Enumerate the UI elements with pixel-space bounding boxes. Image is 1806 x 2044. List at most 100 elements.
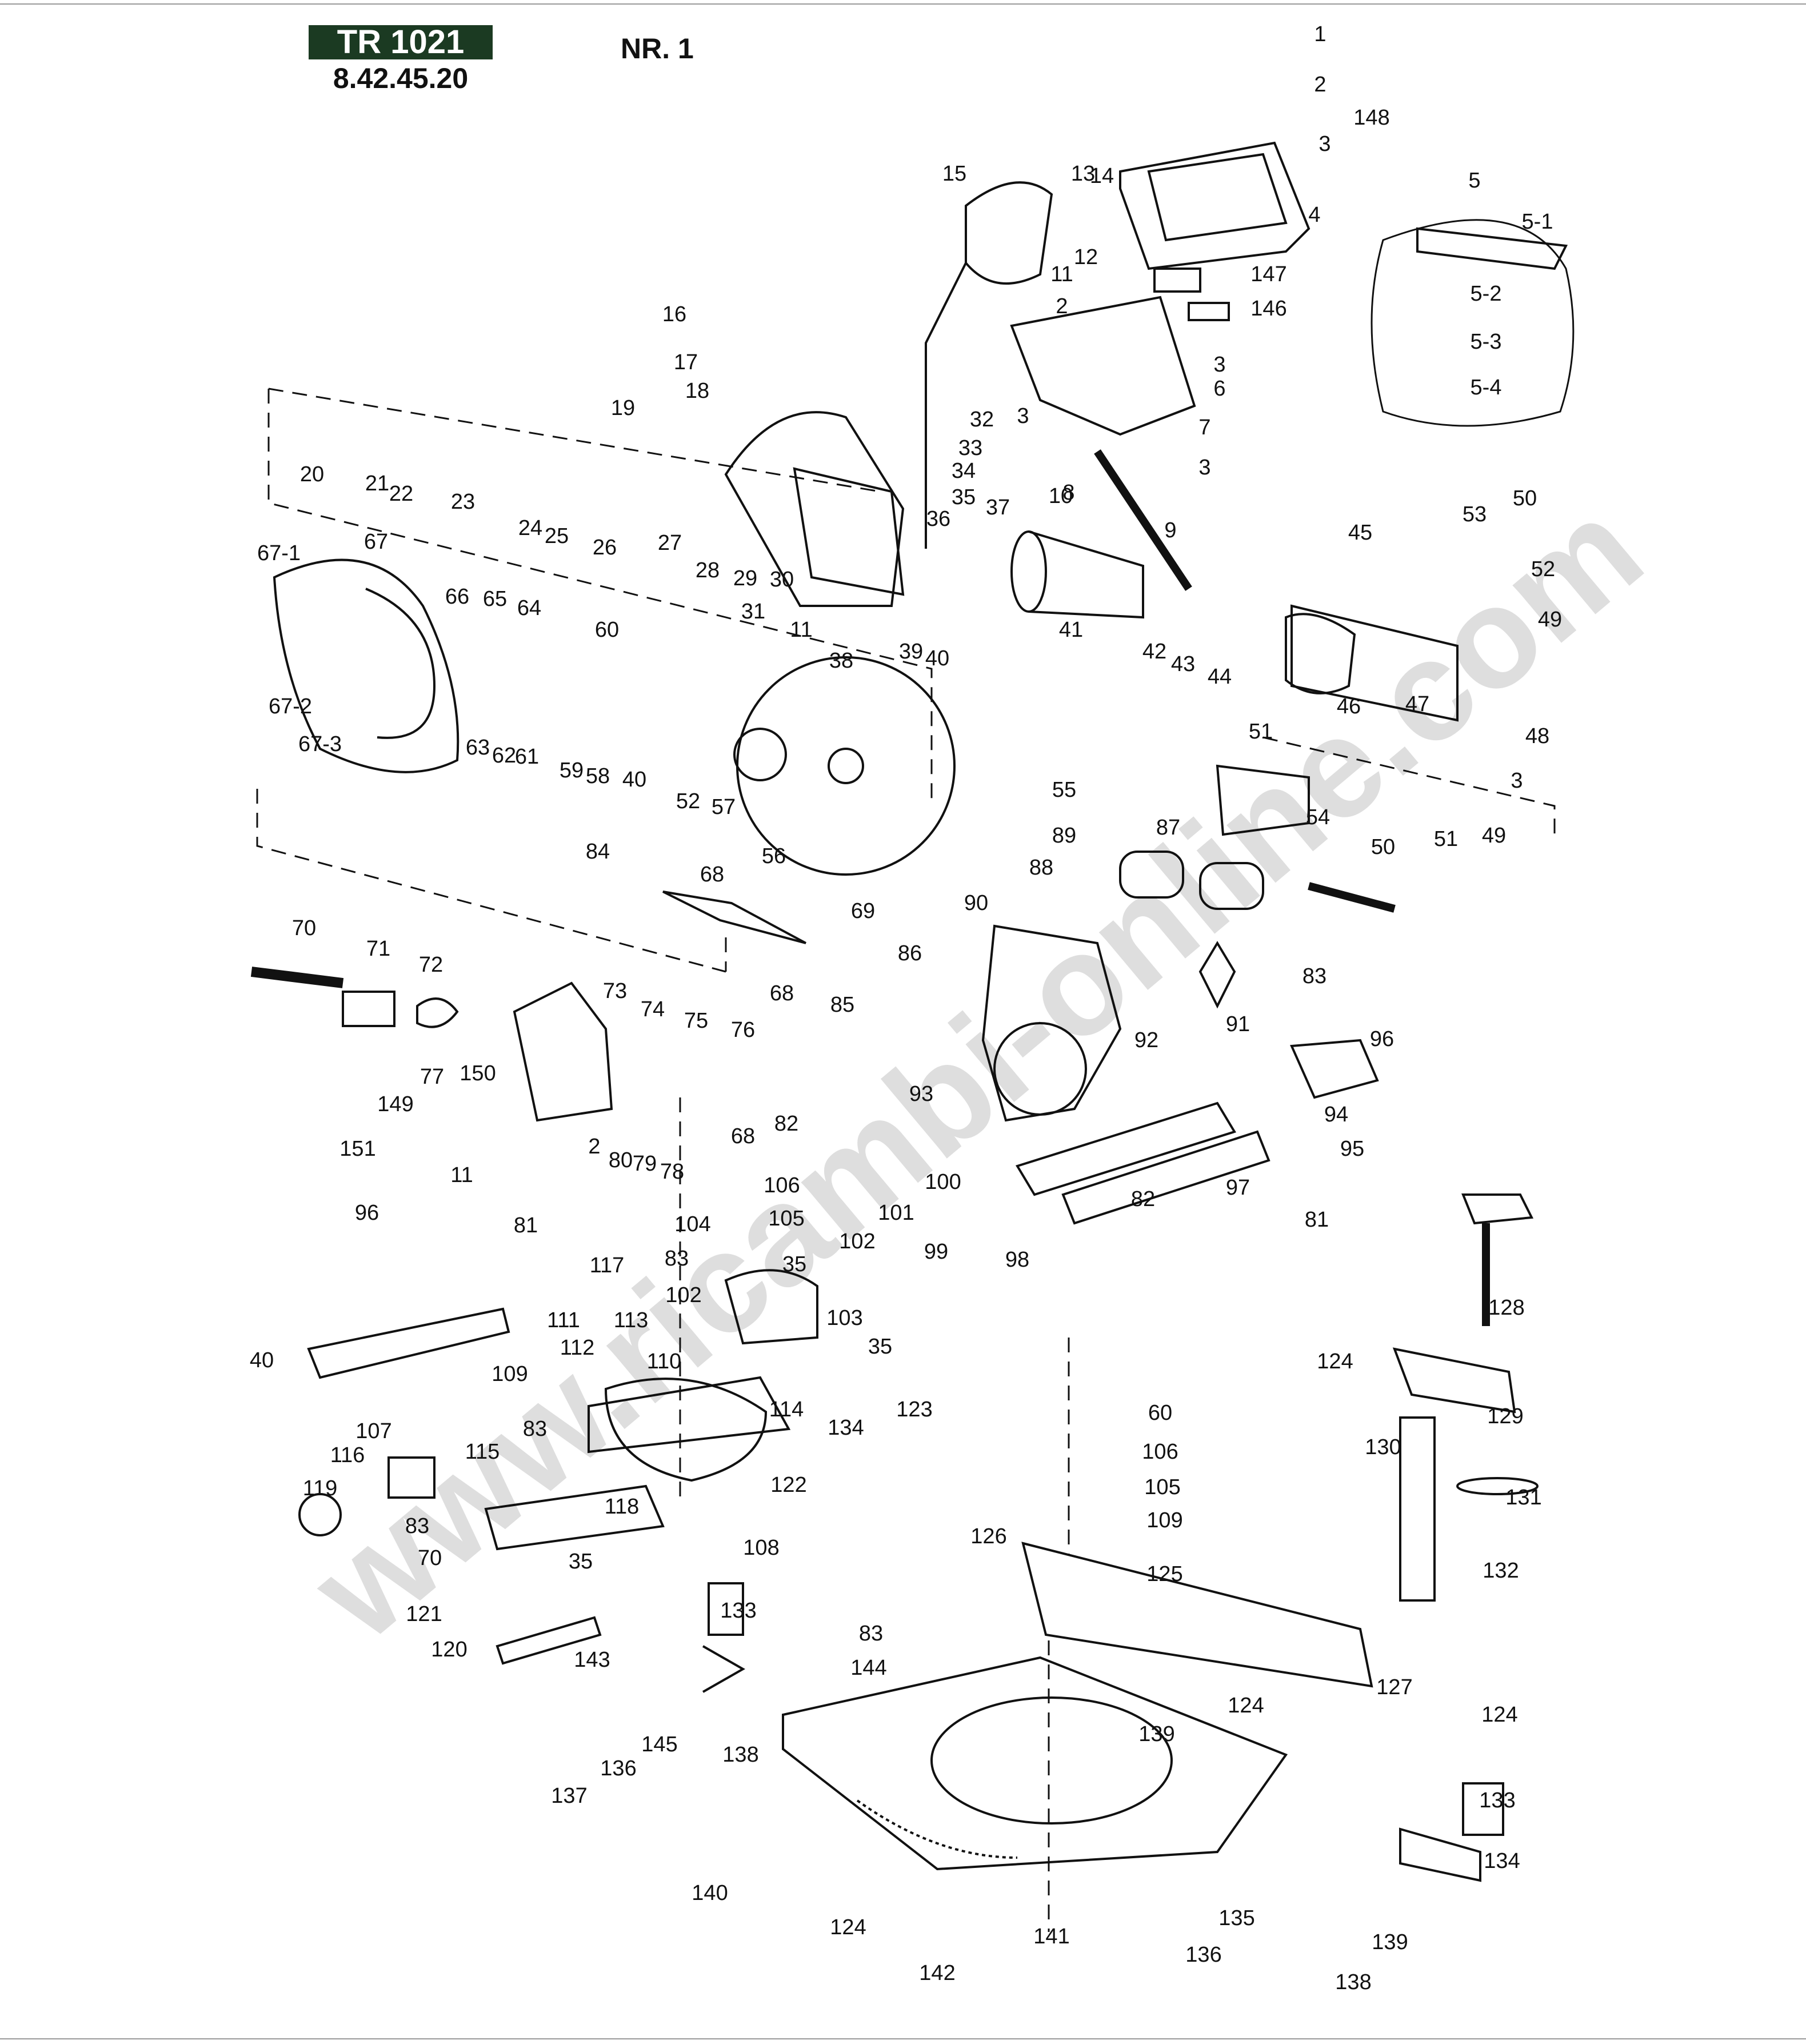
switch-lock xyxy=(1188,302,1230,321)
part-label: 5-4 xyxy=(1471,376,1502,400)
part-label: 151 xyxy=(339,1137,375,1161)
part-label: 29 xyxy=(733,566,757,590)
part-label: 74 xyxy=(641,997,665,1021)
upper-boundary-top xyxy=(268,388,881,493)
part-label: 108 xyxy=(743,1536,779,1560)
part-label: 37 xyxy=(986,496,1010,520)
lock-knob xyxy=(298,1493,342,1536)
part-label: 70 xyxy=(418,1546,442,1570)
part-label: 70 xyxy=(292,916,316,940)
part-label: 45 xyxy=(1348,521,1372,545)
part-label: 36 xyxy=(926,507,950,531)
part-label: 143 xyxy=(574,1648,610,1672)
extension-rail-left xyxy=(702,1645,746,1693)
part-label: 148 xyxy=(1353,106,1389,130)
part-label: 21 xyxy=(365,472,389,496)
part-label: 48 xyxy=(1525,724,1549,748)
part-label: 5 xyxy=(1468,169,1480,193)
part-label: 150 xyxy=(460,1061,496,1085)
part-label: 118 xyxy=(605,1495,640,1519)
bushing-2 xyxy=(1199,862,1264,910)
part-label: 60 xyxy=(595,618,619,642)
link-plate xyxy=(662,891,806,944)
motor-cap xyxy=(1216,764,1310,836)
part-label: 5-2 xyxy=(1471,282,1502,306)
handle-detail-bubble xyxy=(1371,219,1575,427)
bushing xyxy=(1119,851,1184,899)
part-label: 14 xyxy=(1090,164,1114,188)
blade-arbor-hole xyxy=(828,748,864,784)
part-label: 86 xyxy=(898,941,922,965)
part-label: 79 xyxy=(633,1152,657,1176)
part-label: 28 xyxy=(696,558,720,582)
part-label: 81 xyxy=(514,1213,538,1237)
rail-holder xyxy=(1290,1039,1379,1099)
part-label: 3 xyxy=(1318,132,1330,156)
part-label: 109 xyxy=(1146,1508,1182,1532)
lower-guard xyxy=(273,558,460,773)
part-label: 13 xyxy=(1071,162,1095,186)
part-label: 35 xyxy=(782,1252,806,1276)
part-label: 140 xyxy=(692,1881,728,1905)
handle-grip-bar xyxy=(496,1616,602,1665)
part-label: 82 xyxy=(774,1112,798,1136)
part-label: 107 xyxy=(355,1419,391,1443)
side-fence-plate xyxy=(307,1307,510,1379)
part-label: 65 xyxy=(483,587,507,611)
part-drawings xyxy=(250,141,1575,1932)
clamp-pad xyxy=(1456,1477,1539,1495)
part-label: 106 xyxy=(764,1173,800,1197)
hold-down-clamp xyxy=(1392,1193,1539,1602)
saw-blade xyxy=(736,656,956,876)
part-label: 35 xyxy=(868,1335,892,1359)
part-label: 11 xyxy=(450,1163,473,1187)
part-label: 115 xyxy=(465,1440,500,1464)
part-label: 60 xyxy=(1148,1401,1172,1425)
part-label: 96 xyxy=(355,1201,379,1225)
part-label: 63 xyxy=(466,736,490,760)
part-label: 119 xyxy=(303,1476,338,1500)
bottom-rule xyxy=(0,2038,1806,2039)
part-label: 3 xyxy=(1213,353,1225,377)
part-label: 142 xyxy=(919,1961,955,1985)
part-label: 96 xyxy=(1370,1027,1394,1051)
part-label: 98 xyxy=(1005,1248,1029,1272)
slide-rail-1 xyxy=(1015,1101,1237,1196)
part-label: 50 xyxy=(1513,486,1537,510)
armature xyxy=(1028,530,1144,619)
part-label: 134 xyxy=(828,1416,864,1440)
tilt-spring xyxy=(416,997,459,1028)
motor-boundary xyxy=(1262,736,1556,835)
part-label: 139 xyxy=(1138,1722,1174,1746)
part-label: 90 xyxy=(964,891,988,915)
blade-guard xyxy=(724,181,1053,607)
part-label: 39 xyxy=(899,640,923,664)
part-label: 56 xyxy=(762,844,786,868)
part-label: 40 xyxy=(925,646,949,670)
part-label: 73 xyxy=(603,979,627,1003)
handle-assembly xyxy=(1010,141,1310,591)
part-label: 121 xyxy=(406,1602,442,1626)
part-label: 88 xyxy=(1029,856,1053,880)
part-label: 135 xyxy=(1218,1906,1254,1930)
part-label: 81 xyxy=(1305,1208,1329,1232)
part-label: 52 xyxy=(1531,557,1555,581)
part-label: 103 xyxy=(826,1306,862,1330)
motor-parts xyxy=(1010,530,1459,836)
turntable-arm xyxy=(588,1376,791,1454)
part-label: 58 xyxy=(586,764,610,788)
upper-guard xyxy=(724,411,905,607)
model-badge: TR 1021 xyxy=(309,25,493,59)
part-label: 43 xyxy=(1171,652,1195,676)
spare-handle xyxy=(1416,227,1568,270)
part-label: 94 xyxy=(1324,1103,1348,1127)
dust-bag xyxy=(965,181,1053,285)
part-label: 11 xyxy=(790,618,812,642)
part-label: 126 xyxy=(970,1524,1006,1548)
part-label: 72 xyxy=(419,953,443,977)
part-label: 61 xyxy=(515,745,539,769)
part-label: 20 xyxy=(300,462,324,486)
